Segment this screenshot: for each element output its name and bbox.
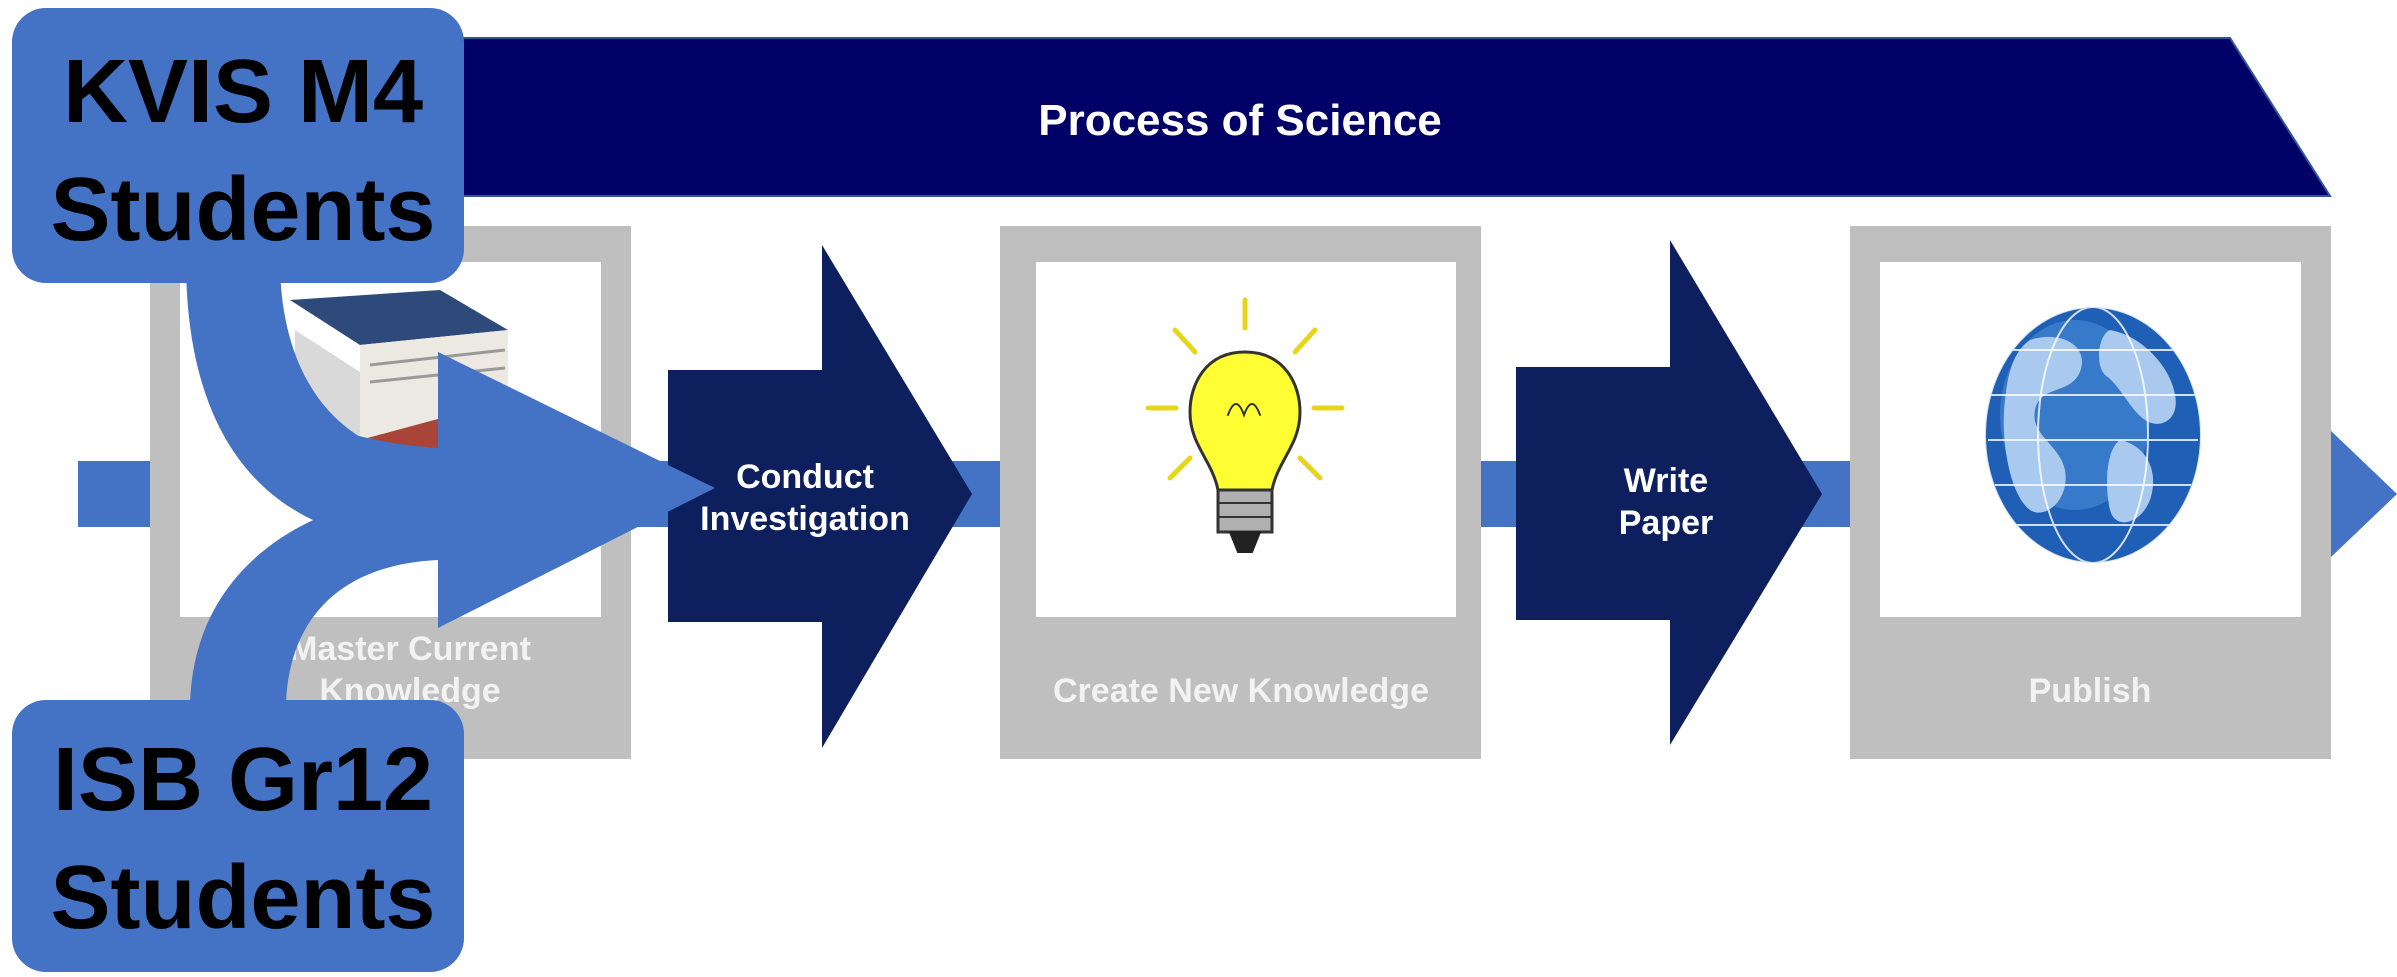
group-label-line1: KVIS M4	[63, 42, 423, 142]
stage-label-line1: Master Current	[289, 630, 531, 668]
group-label-line1: ISB Gr12	[53, 730, 433, 830]
step-label-line1: Conduct	[736, 458, 874, 496]
merge-arrows	[186, 260, 715, 710]
stage-label: Create New Knowledge	[1053, 672, 1429, 710]
step-arrow-write-paper: Write Paper	[1516, 240, 1822, 745]
stage-label: Publish	[2029, 672, 2152, 710]
header-title: Process of Science	[1038, 96, 1442, 145]
curve-bottom-arrow	[190, 490, 438, 710]
group-badge-kvis: KVIS M4 Students	[12, 8, 464, 283]
globe-icon	[1984, 306, 2202, 564]
lightbulb-icon	[1145, 297, 1345, 553]
group-badge-isb: ISB Gr12 Students	[12, 700, 464, 972]
group-label-line2: Students	[50, 848, 435, 948]
step-arrow-conduct-investigation: Conduct Investigation	[668, 245, 972, 748]
flow-arrowhead	[2330, 430, 2397, 558]
curve-top-arrow	[186, 260, 715, 628]
step-label-line2: Paper	[1619, 504, 1714, 542]
stage-card-publish: Publish	[1850, 226, 2331, 759]
group-label-line2: Students	[50, 160, 435, 260]
header-banner: Process of Science	[229, 37, 2332, 197]
step-label-line2: Investigation	[700, 500, 910, 538]
step-label-line1: Write	[1624, 462, 1708, 500]
stage-card-create-knowledge: Create New Knowledge	[1000, 226, 1481, 759]
